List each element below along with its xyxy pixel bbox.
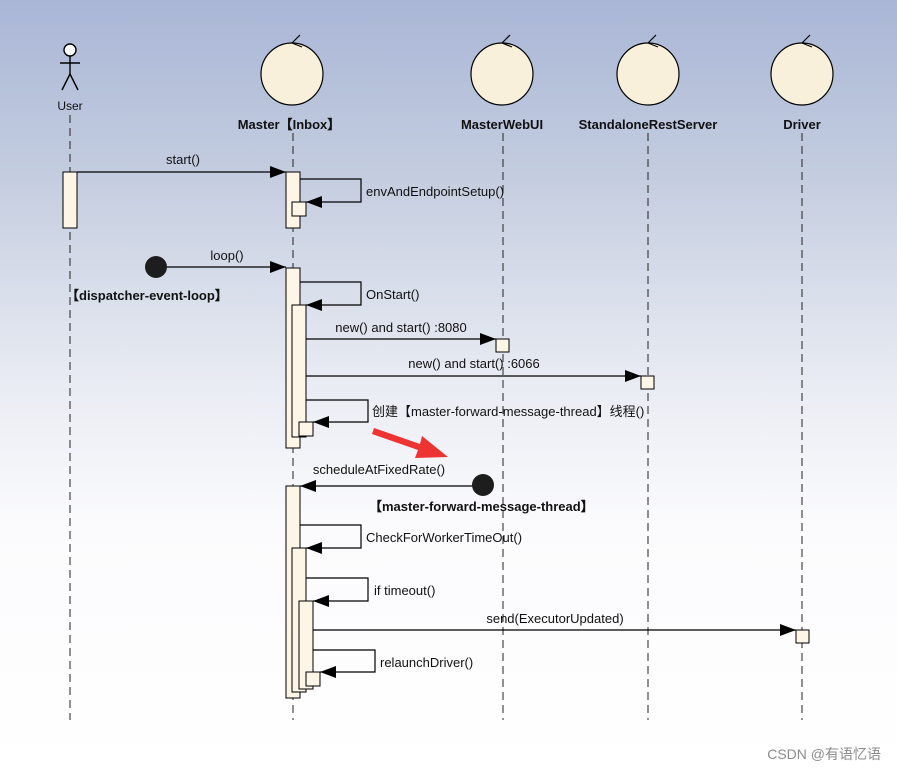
msg-onstart-label: OnStart() (366, 287, 419, 302)
forward-thread-label: 【master-forward-message-thread】 (369, 499, 594, 514)
dispatcher-event-loop-label: 【dispatcher-event-loop】 (66, 288, 228, 303)
activation-master-1 (285, 171, 301, 229)
msg-webui-label: new() and start() :8080 (335, 320, 467, 335)
msg-schedule-label: scheduleAtFixedRate() (313, 462, 445, 477)
participant-user-label: User (57, 99, 82, 113)
user-actor-icon (60, 43, 80, 91)
participant-master-label: Master【Inbox】 (238, 117, 341, 132)
master-entity-icon (260, 34, 324, 106)
dispatcher-initial-node (145, 256, 167, 278)
msg-if-timeout-arrow (306, 577, 369, 607)
participant-rest-label: StandaloneRestServer (579, 117, 718, 132)
msg-env-setup-arrow (300, 178, 362, 208)
driver-entity-icon (770, 34, 834, 106)
msg-relaunch-arrow (313, 649, 376, 678)
msg-if-timeout-label: if timeout() (374, 583, 435, 598)
msg-env-setup-label: envAndEndpointSetup() (366, 184, 504, 199)
message-arrows (77, 166, 796, 678)
csdn-watermark: CSDN @有语忆语 (767, 746, 881, 762)
activation-rest (640, 375, 655, 390)
activation-webui (495, 338, 510, 353)
msg-check-timeout-label: CheckForWorkerTimeOut() (366, 530, 522, 545)
msg-create-thread-label: 创建【master-forward-message-thread】线程() (372, 404, 644, 419)
msg-rest-label: new() and start() :6066 (408, 356, 540, 371)
forward-thread-initial-node (472, 474, 494, 496)
msg-relaunch-label: relaunchDriver() (380, 655, 473, 670)
msg-send-label: send(ExecutorUpdated) (486, 611, 623, 626)
msg-onstart-arrow (300, 281, 362, 311)
webui-entity-icon (470, 34, 534, 106)
activation-driver (795, 629, 810, 644)
rest-entity-icon (616, 34, 680, 106)
participant-webui-label: MasterWebUI (461, 117, 543, 132)
msg-create-thread-arrow (306, 399, 369, 428)
msg-start-label: start() (166, 152, 200, 167)
highlight-arrow-icon (372, 428, 448, 458)
activation-user (62, 171, 78, 229)
activation-master-2-self (298, 421, 314, 437)
activation-master-2-nested (291, 304, 307, 438)
msg-check-timeout-arrow (300, 524, 362, 554)
participant-driver-label: Driver (783, 117, 821, 132)
activation-bars (62, 171, 810, 699)
activation-master-3-self (305, 671, 321, 687)
activation-master-3-inner (298, 600, 314, 690)
msg-loop-label: loop() (210, 248, 243, 263)
activation-master-1-self (291, 201, 307, 217)
